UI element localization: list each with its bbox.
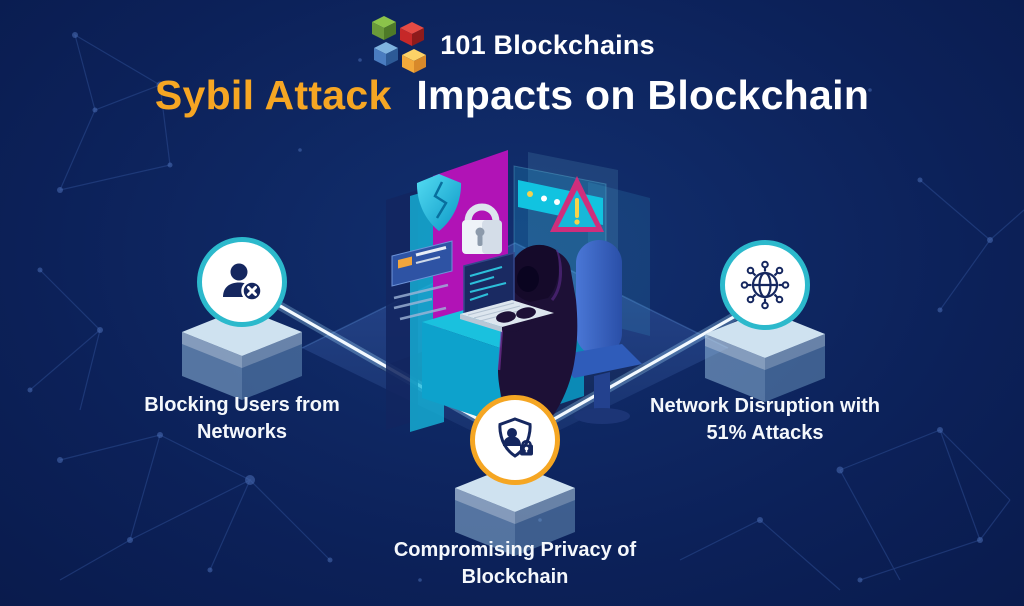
badge-compromising-privacy	[470, 395, 560, 485]
platform-cube	[182, 308, 302, 400]
title-rest: Impacts on Blockchain	[416, 72, 870, 118]
logo-cube-green	[372, 16, 397, 40]
logo-cube-red	[400, 22, 425, 46]
impact-label-line1: Compromising Privacy of	[393, 539, 637, 561]
brand-header: 101 Blockchains	[0, 16, 1024, 74]
office-chair-icon	[554, 240, 642, 424]
impact-label-line2: Networks	[196, 421, 288, 443]
badge-blocking-users	[197, 237, 287, 327]
title-highlight: Sybil Attack	[154, 72, 392, 118]
logo-cube-yellow	[402, 49, 427, 73]
impact-label-line1: Network Disruption with	[650, 395, 880, 417]
impact-label: Network Disruption with 51% Attacks	[605, 393, 925, 447]
hacker-illustration	[386, 150, 650, 432]
impact-label: Blocking Users from Networks	[82, 392, 402, 446]
connector-right	[528, 297, 765, 436]
impact-label-line1: Blocking Users from	[144, 394, 340, 416]
laptop-icon	[460, 252, 554, 332]
logo-cube-blue	[374, 42, 399, 66]
brand-name: 101 Blockchains	[440, 29, 655, 60]
brand-logo-icon	[372, 16, 427, 73]
badge-network-disruption	[720, 240, 810, 330]
shield-user-lock-icon	[498, 417, 533, 458]
password-field-warning-icon	[518, 176, 604, 232]
credit-card-icon	[391, 240, 453, 321]
cracked-shield-icon	[416, 174, 462, 231]
padlock-icon	[462, 203, 502, 254]
impact-label-line2: 51% Attacks	[706, 422, 824, 444]
page-title: Sybil Attack Impacts on Blockchain	[0, 72, 1024, 119]
user-blocked-icon	[223, 263, 263, 302]
globe-network-icon	[740, 260, 790, 310]
impact-label-line2: Blockchain	[461, 566, 569, 588]
impact-label: Compromising Privacy of Blockchain	[355, 537, 675, 591]
platform-cube	[455, 464, 575, 556]
platform-cube	[705, 310, 825, 402]
